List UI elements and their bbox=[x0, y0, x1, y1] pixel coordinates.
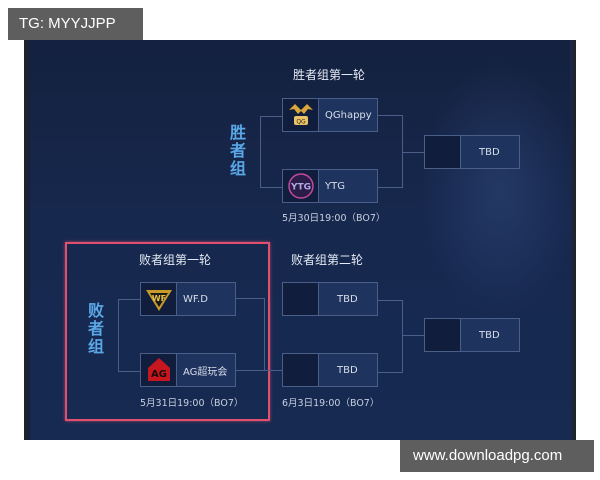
match-slot-winners-next[interactable]: TBD bbox=[424, 135, 520, 169]
losers-group-label: 败者组 bbox=[84, 302, 104, 356]
losers-round1-wfd-out bbox=[236, 298, 264, 299]
winners-round1-connector-right bbox=[378, 115, 403, 188]
svg-text:YTG: YTG bbox=[289, 183, 310, 193]
ytg-logo-icon: YTG bbox=[283, 170, 319, 202]
winners-round1-schedule: 5月30日19:00（BO7） bbox=[282, 213, 386, 224]
match-slot-losers-r2-bottom[interactable]: TBD bbox=[282, 353, 378, 387]
team-name-tbd: TBD bbox=[479, 329, 500, 341]
team-name-ag: AG超玩会 bbox=[183, 366, 228, 378]
panel-edge-right bbox=[570, 40, 576, 440]
losers-round2-connector-right bbox=[378, 300, 403, 373]
svg-text:WF: WF bbox=[151, 294, 165, 303]
losers-round1-to-round2 bbox=[236, 370, 282, 371]
match-slot-qghappy[interactable]: QG QGhappy bbox=[282, 98, 378, 132]
svg-text:AG: AG bbox=[151, 369, 167, 380]
team-name-wfd: WF.D bbox=[183, 293, 208, 305]
losers-round2-title: 败者组第二轮 bbox=[291, 253, 364, 267]
losers-group-label-text: 败者组 bbox=[85, 302, 104, 356]
panel-edge-left bbox=[24, 40, 30, 440]
losers-round1-title: 败者组第一轮 bbox=[139, 253, 212, 267]
placeholder-logo-icon bbox=[425, 136, 461, 168]
match-slot-ag[interactable]: AG AG超玩会 bbox=[140, 353, 236, 387]
match-slot-ytg[interactable]: YTG YTG bbox=[282, 169, 378, 203]
winners-round1-connector-left bbox=[260, 116, 283, 188]
winners-next-connector bbox=[402, 152, 424, 153]
team-name-qghappy: QGhappy bbox=[325, 109, 372, 121]
losers-round1-connector-right bbox=[264, 298, 265, 370]
losers-round1-highlight bbox=[65, 242, 270, 421]
losers-round1-connector-left bbox=[118, 299, 141, 372]
background-glow bbox=[420, 60, 580, 320]
match-slot-wfd[interactable]: WF WF.D bbox=[140, 282, 236, 316]
losers-round1-schedule: 5月31日19:00（BO7） bbox=[140, 398, 244, 409]
winners-group-label: 胜者组 bbox=[226, 124, 246, 178]
winners-round1-title: 胜者组第一轮 bbox=[293, 68, 366, 82]
match-slot-losers-next[interactable]: TBD bbox=[424, 318, 520, 352]
losers-next-connector bbox=[402, 335, 424, 336]
team-name-ytg: YTG bbox=[325, 180, 345, 192]
qghappy-logo-icon: QG bbox=[283, 99, 319, 131]
ag-logo-icon: AG bbox=[141, 354, 177, 386]
placeholder-logo-icon bbox=[425, 319, 461, 351]
team-name-tbd: TBD bbox=[337, 293, 358, 305]
svg-text:QG: QG bbox=[296, 119, 306, 126]
placeholder-logo-icon bbox=[283, 283, 319, 315]
placeholder-logo-icon bbox=[283, 354, 319, 386]
team-name-tbd: TBD bbox=[337, 364, 358, 376]
winners-group-label-text: 胜者组 bbox=[227, 124, 246, 178]
watermark-bottom-right: www.downloadpg.com bbox=[400, 440, 594, 472]
wfd-logo-icon: WF bbox=[141, 283, 177, 315]
match-slot-losers-r2-top[interactable]: TBD bbox=[282, 282, 378, 316]
team-name-tbd: TBD bbox=[479, 146, 500, 158]
watermark-top-left: TG: MYYJJPP bbox=[8, 8, 143, 40]
losers-round2-schedule: 6月3日19:00（BO7） bbox=[282, 398, 380, 409]
